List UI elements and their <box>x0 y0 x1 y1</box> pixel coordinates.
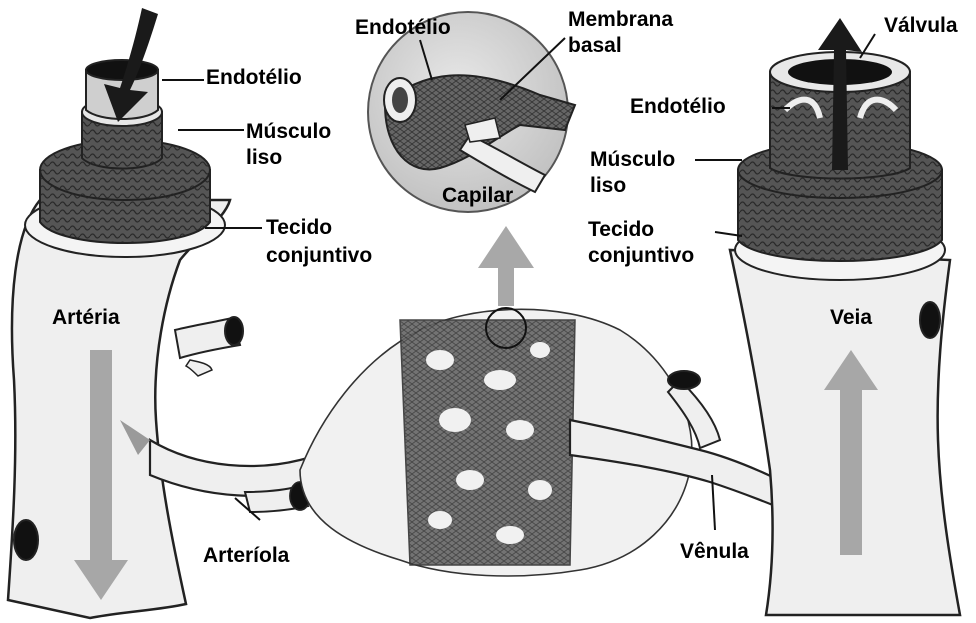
label-arteriole: Arteríola <box>203 544 289 568</box>
artery-layers <box>25 8 225 257</box>
label-vein: Veia <box>830 306 872 330</box>
label-vein-connective-line2: conjuntivo <box>588 244 694 268</box>
label-capillary: Capilar <box>442 184 513 208</box>
label-artery-smooth-muscle-line1: Músculo <box>246 120 331 144</box>
label-vein-endothelium: Endotélio <box>630 95 726 119</box>
label-vein-smooth-muscle-line2: liso <box>590 174 626 198</box>
label-artery-endothelium: Endotélio <box>206 66 302 90</box>
label-artery-connective-line1: Tecido <box>266 216 332 240</box>
label-vein-connective-line1: Tecido <box>588 218 654 242</box>
capillary-bed <box>300 226 692 576</box>
capillary-inset <box>368 12 575 212</box>
label-capillary-membrane-line1: Membrana <box>568 8 673 32</box>
label-artery-smooth-muscle-line2: liso <box>246 146 282 170</box>
label-vein-smooth-muscle-line1: Músculo <box>590 148 675 172</box>
label-capillary-membrane-line2: basal <box>568 34 622 58</box>
artery-lower-opening <box>14 520 38 560</box>
label-artery: Artéria <box>52 306 120 330</box>
label-venule: Vênula <box>680 540 749 564</box>
artery-branch-opening <box>225 317 243 345</box>
label-capillary-endothelium: Endotélio <box>355 16 451 40</box>
label-artery-connective-line2: conjuntivo <box>266 244 372 268</box>
label-vein-valve: Válvula <box>884 14 958 38</box>
